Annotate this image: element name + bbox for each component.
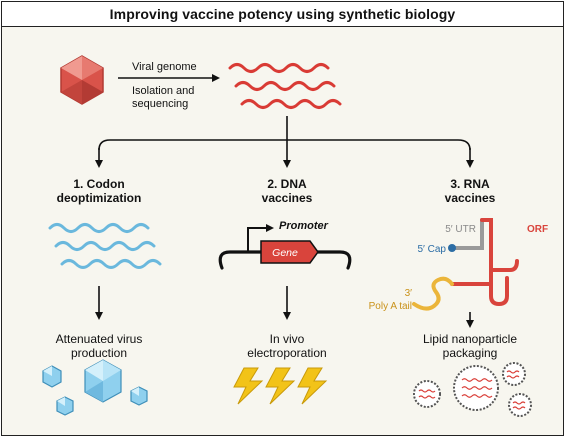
arrow-label-3: sequencing: [132, 98, 188, 110]
branch-connector: [98, 116, 471, 151]
arrow-label-1: Viral genome: [132, 61, 197, 73]
result-3-line1: Lipid nanoparticle: [423, 332, 517, 346]
hexagon-virus-icon: [42, 359, 148, 416]
dna-construct-icon: [218, 224, 352, 270]
arrow-label-2: Isolation and: [132, 85, 194, 97]
branch-1-heading-line2: deoptimization: [57, 191, 142, 205]
branch-2-heading-line2: vaccines: [262, 191, 313, 205]
figure-title: Improving vaccine potency using syntheti…: [109, 6, 456, 22]
cap-label: 5′ Cap: [417, 244, 446, 255]
result-1-line2: production: [71, 346, 127, 360]
tail-label-line1: 3′: [405, 288, 413, 299]
branch-1-heading-line1: 1. Codon: [73, 177, 124, 191]
result-2-line1: In vivo: [270, 332, 305, 346]
cap-marker: [448, 244, 456, 252]
bolt-icon: [233, 367, 328, 405]
title-bar: Improving vaccine potency using syntheti…: [1, 1, 564, 27]
viral-genome-icon: [228, 63, 342, 109]
orf-label: ORF: [527, 224, 548, 235]
gene-label: Gene: [272, 247, 298, 259]
result-2-line2: electroporation: [247, 346, 326, 360]
tail-label-line2: Poly A tail: [369, 301, 412, 312]
deoptimized-genome-icon: [48, 223, 162, 269]
virus-icon: [60, 55, 104, 105]
branch-2-heading-line1: 2. DNA: [267, 177, 307, 191]
branch-3-heading-line2: vaccines: [445, 191, 496, 205]
utr-label: 5′ UTR: [445, 224, 476, 235]
promoter-label: Promoter: [279, 220, 329, 232]
branch-3-heading-line1: 3. RNA: [450, 177, 490, 191]
mrna-structure-icon: [412, 218, 519, 311]
result-1-line1: Attenuated virus: [56, 332, 143, 346]
lipid-nanoparticle-icon: [413, 362, 532, 417]
result-3-line2: packaging: [443, 346, 498, 360]
